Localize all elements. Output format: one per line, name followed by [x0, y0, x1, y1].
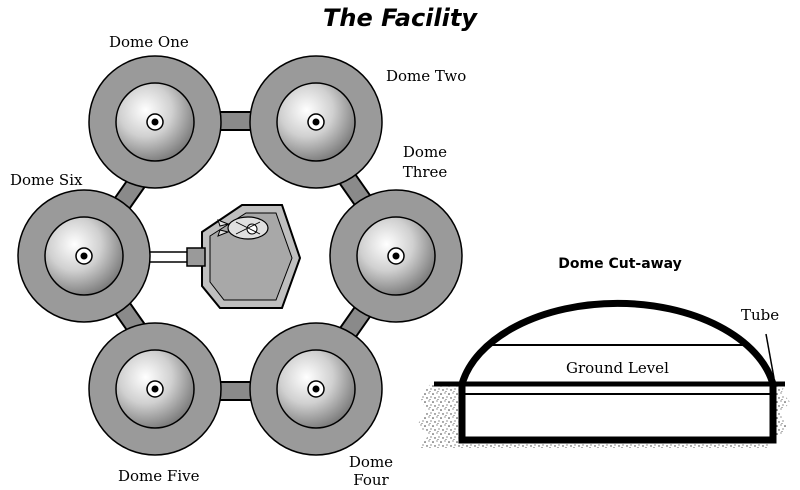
label-dome-six: Dome Six: [10, 171, 83, 189]
label-ground-level: Ground Level: [566, 359, 669, 377]
dome-four: [249, 322, 383, 456]
central-hangar: [124, 204, 302, 309]
dome-two: [249, 55, 383, 189]
dome-one: [88, 55, 222, 189]
cutaway-title: Dome Cut-away: [558, 256, 682, 272]
label-dome-three-line1: Dome: [402, 143, 448, 161]
dome-three: [329, 189, 463, 323]
label-dome-two: Dome Two: [386, 67, 467, 85]
label-dome-one: Dome One: [109, 33, 189, 51]
dome-six: [17, 189, 151, 323]
page-title: The Facility: [323, 4, 477, 32]
dome-cutaway: [418, 299, 790, 448]
dome-shell: [458, 299, 777, 444]
dome-five: [88, 322, 222, 456]
walkway-box: [186, 247, 206, 267]
ship-icon: [217, 216, 269, 240]
tube-pointer: [765, 333, 775, 379]
label-dome-five: Dome Five: [118, 467, 200, 485]
label-dome-four-line2: Four: [353, 471, 389, 489]
label-dome-four-line1: Dome: [348, 453, 394, 471]
label-tube: Tube: [741, 306, 780, 324]
label-dome-three-line2: Three: [402, 163, 448, 181]
